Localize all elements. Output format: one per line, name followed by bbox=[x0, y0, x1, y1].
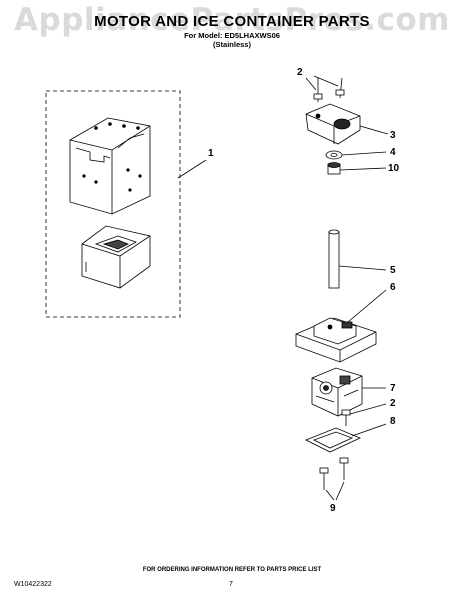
callout-10: 10 bbox=[388, 163, 400, 174]
watermark: AppliancePartsPros.com bbox=[14, 2, 450, 38]
callout-3: 3 bbox=[390, 130, 396, 141]
leader-9-b bbox=[335, 481, 345, 501]
leader-2-top-a bbox=[305, 77, 317, 91]
assembly-box bbox=[45, 90, 181, 318]
page-number: 7 bbox=[229, 581, 233, 588]
ordering-info: FOR ORDERING INFORMATION REFER TO PARTS … bbox=[142, 567, 322, 573]
leader-2-bottom bbox=[349, 403, 387, 415]
leader-2-top-b bbox=[313, 75, 339, 87]
page-title: MOTOR AND ICE CONTAINER PARTS bbox=[94, 13, 370, 30]
ice-container bbox=[69, 117, 151, 215]
leader-4 bbox=[341, 151, 387, 156]
washer bbox=[325, 150, 343, 160]
callout-8: 8 bbox=[390, 416, 396, 427]
leader-8 bbox=[351, 423, 387, 437]
leader-1 bbox=[177, 159, 207, 179]
container-housing bbox=[81, 225, 151, 289]
gasket bbox=[305, 427, 361, 453]
motor-bracket bbox=[305, 103, 361, 145]
callout-7: 7 bbox=[390, 383, 396, 394]
callout-5: 5 bbox=[390, 265, 396, 276]
leader-3 bbox=[359, 125, 389, 135]
leader-10 bbox=[339, 167, 387, 171]
leader-5 bbox=[338, 265, 387, 271]
leader-6 bbox=[347, 289, 387, 323]
screws-bottom bbox=[319, 457, 349, 490]
shaft bbox=[328, 229, 340, 289]
callout-9: 9 bbox=[330, 503, 336, 514]
motor bbox=[311, 367, 363, 417]
model-line: For Model: ED5LHAXWS06 bbox=[184, 31, 280, 40]
motor-cover bbox=[295, 317, 377, 363]
callout-6: 6 bbox=[390, 282, 396, 293]
callout-4: 4 bbox=[390, 147, 396, 158]
nut bbox=[327, 162, 341, 175]
variant-line: (Stainless) bbox=[213, 40, 251, 49]
callout-1: 1 bbox=[208, 148, 214, 159]
callout-2-bottom: 2 bbox=[390, 398, 396, 409]
callout-2-top: 2 bbox=[297, 67, 303, 78]
leader-9-a bbox=[325, 489, 335, 501]
screw-bottom bbox=[341, 409, 351, 426]
screws-top bbox=[313, 77, 345, 102]
document-code: W10422322 bbox=[14, 581, 52, 588]
